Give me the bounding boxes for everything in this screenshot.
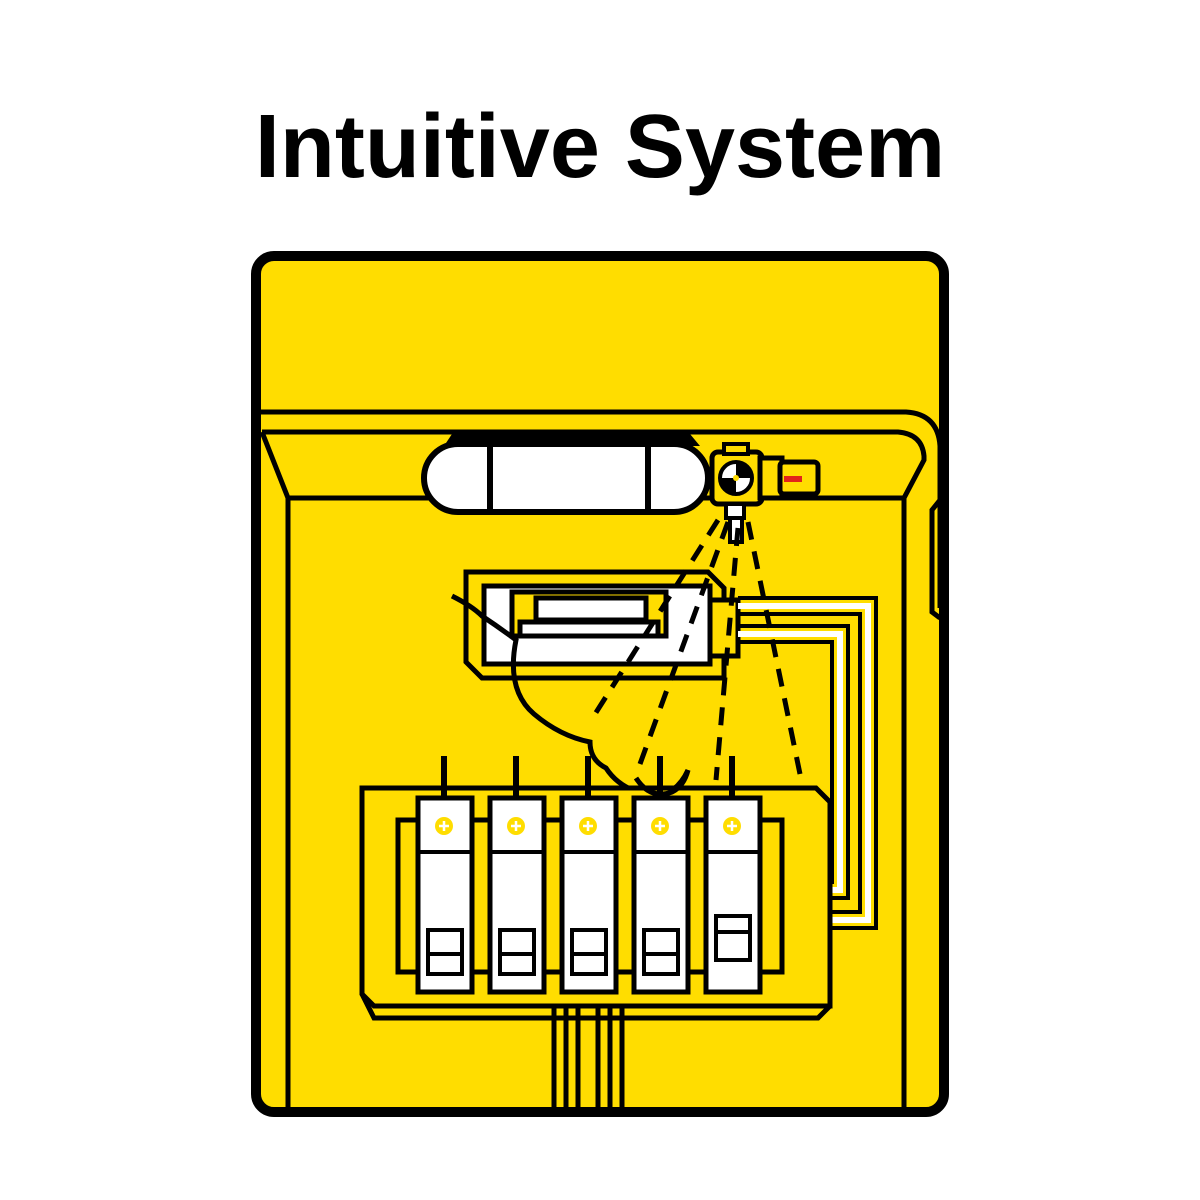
fire-suppression-cylinder-icon [421, 434, 711, 515]
page-title: Intuitive System [254, 97, 946, 197]
breaker-4 [631, 756, 691, 995]
breaker-1 [415, 756, 475, 995]
supply-cables [738, 596, 878, 930]
breaker-5 [703, 756, 763, 995]
control-cable-end [633, 769, 691, 797]
breaker-2 [487, 756, 547, 995]
valve-head [709, 442, 821, 507]
terminal-block [463, 569, 741, 681]
spray-pattern [587, 518, 803, 781]
enclosure-outline [259, 409, 943, 1108]
breaker-3 [559, 756, 619, 995]
